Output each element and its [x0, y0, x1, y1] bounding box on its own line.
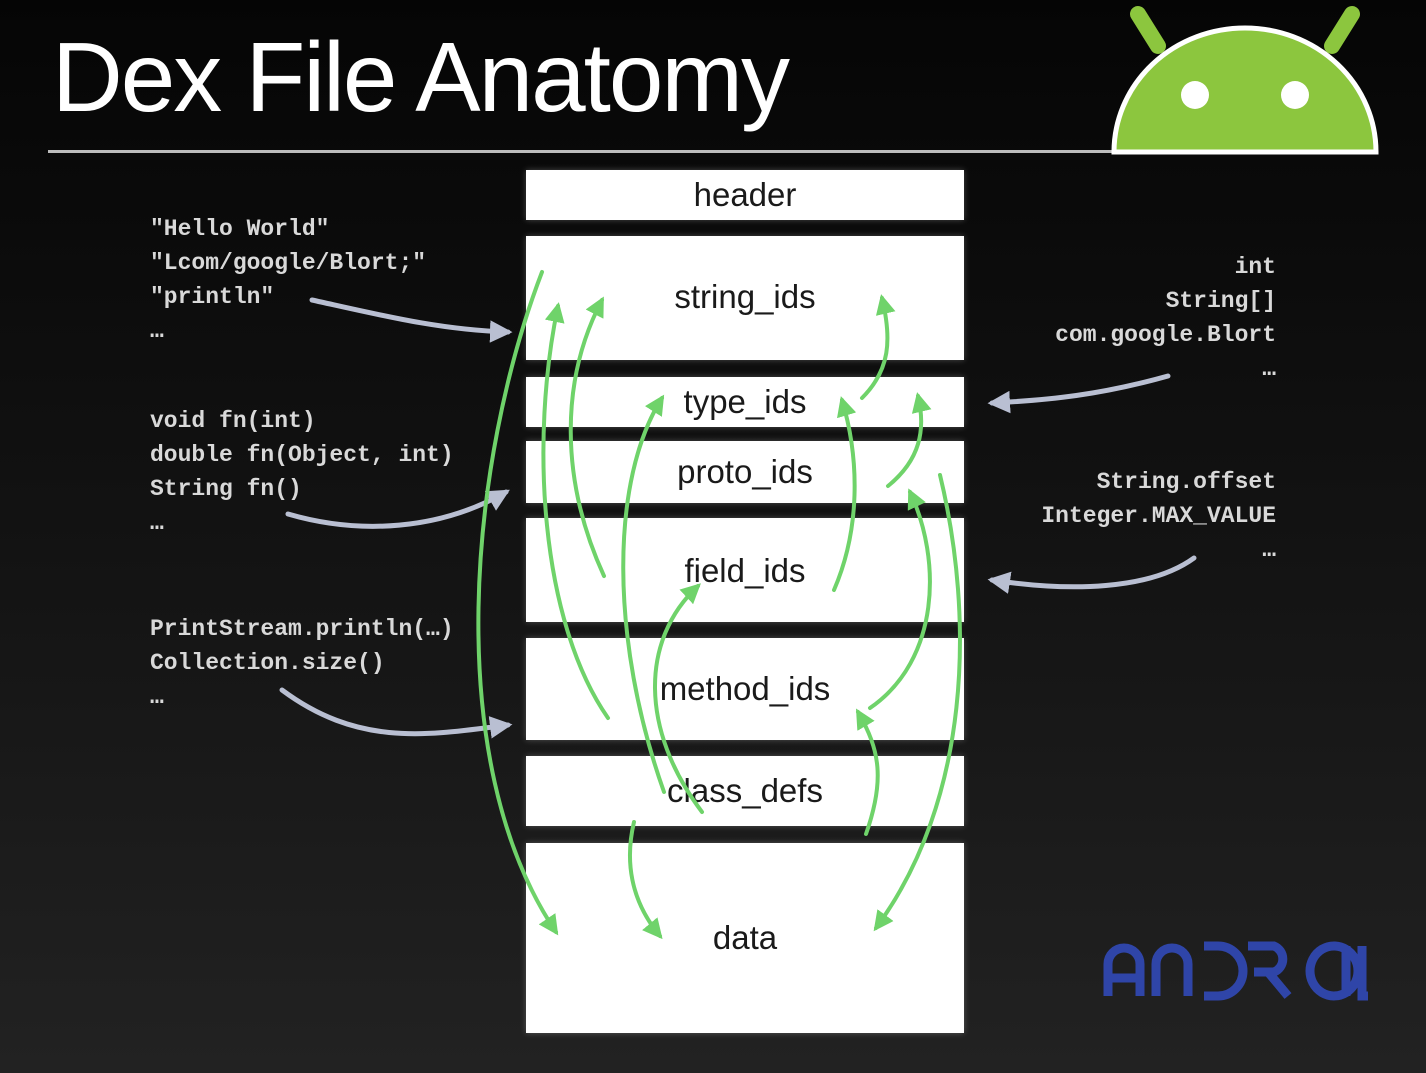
android-robot-head-icon: [1111, 6, 1379, 155]
class-defs-label: class_defs: [667, 772, 823, 809]
field-example-1: String.offset: [1096, 469, 1276, 495]
type-ids-block: type_ids: [526, 377, 964, 427]
type-example-3: com.google.Blort: [1055, 322, 1276, 348]
string-examples: "Hello World" "Lcom/google/Blort;" "prin…: [150, 212, 426, 348]
proto-example-more: …: [150, 510, 164, 536]
method-example-1: PrintStream.println(…): [150, 616, 454, 642]
proto-ids-label: proto_ids: [677, 453, 813, 490]
proto-example-1: void fn(int): [150, 408, 316, 434]
slide-title: Dex File Anatomy: [52, 22, 790, 132]
string-example-2: "Lcom/google/Blort;": [150, 250, 427, 276]
class-defs-block: class_defs: [526, 756, 964, 826]
proto-example-2: double fn(Object, int): [150, 442, 454, 468]
header-block: header: [526, 170, 964, 220]
method-example-2: Collection.size(): [150, 650, 385, 676]
string-ids-label: string_ids: [674, 278, 816, 315]
field-example-more: …: [1262, 537, 1276, 563]
string-ids-block: string_ids: [526, 236, 964, 360]
android-wordmark-icon: [1103, 941, 1368, 1001]
type-example-more: …: [1262, 356, 1276, 382]
field-ids-label: field_ids: [684, 552, 806, 589]
title-divider: [48, 150, 1378, 153]
proto-examples: void fn(int) double fn(Object, int) Stri…: [150, 404, 454, 540]
type-example-2: String[]: [1165, 288, 1276, 314]
method-examples: PrintStream.println(…) Collection.size()…: [150, 612, 454, 714]
type-ids-label: type_ids: [683, 383, 807, 420]
data-block: data: [526, 843, 964, 1033]
method-example-more: …: [150, 684, 164, 710]
type-examples: int String[] com.google.Blort …: [1055, 250, 1276, 386]
method-ids-block: method_ids: [526, 638, 964, 740]
header-label: header: [693, 176, 797, 213]
proto-example-3: String fn(): [150, 476, 302, 502]
proto-ids-block: proto_ids: [526, 441, 964, 503]
field-ids-block: field_ids: [526, 518, 964, 622]
string-example-more: …: [150, 318, 164, 344]
string-example-3: "println": [150, 284, 275, 310]
data-label: data: [712, 919, 778, 956]
field-example-2: Integer.MAX_VALUE: [1041, 503, 1276, 529]
method-ids-label: method_ids: [659, 670, 831, 707]
string-example-1: "Hello World": [150, 216, 330, 242]
type-example-1: int: [1234, 254, 1276, 280]
field-examples: String.offset Integer.MAX_VALUE …: [1041, 465, 1276, 567]
